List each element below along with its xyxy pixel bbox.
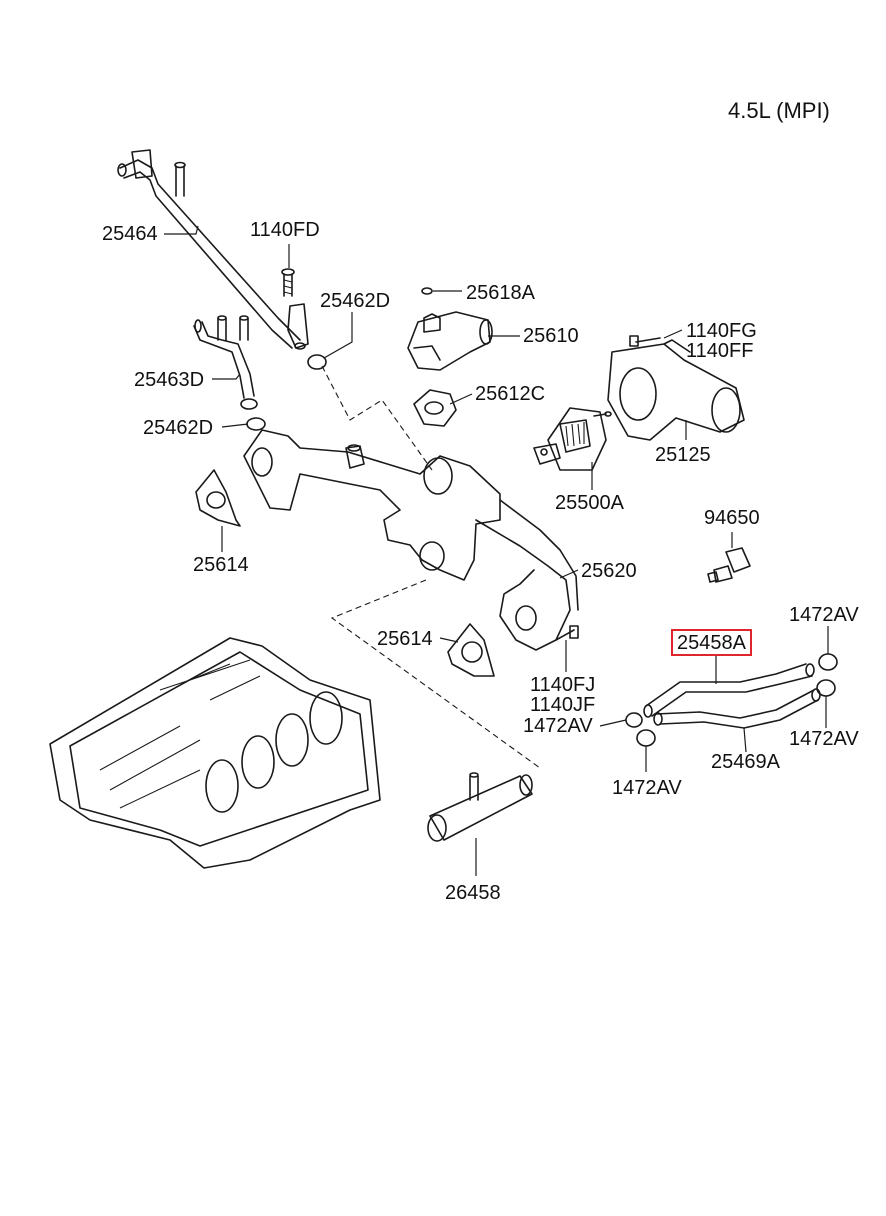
pipe-25620 — [243, 429, 579, 651]
part-label-1472AV-bottom[interactable]: 1472AV — [612, 777, 682, 799]
part-label-1140FF[interactable]: 1140FF — [686, 340, 754, 362]
pump-25500A — [533, 407, 612, 471]
bolt-1140FG — [629, 335, 661, 347]
gasket-25614-left — [195, 469, 241, 527]
part-label-25614-left[interactable]: 25614 — [193, 554, 249, 576]
oring-25462D-mid — [246, 417, 266, 431]
part-label-1472AV-top[interactable]: 1472AV — [789, 604, 859, 626]
part-label-25618A[interactable]: 25618A — [466, 282, 535, 304]
part-label-1140FG[interactable]: 1140FG — [686, 320, 757, 342]
part-label-25463D[interactable]: 25463D — [134, 369, 205, 391]
part-label-25462D-mid[interactable]: 25462D — [143, 417, 214, 439]
part-label-1472AV-right[interactable]: 1472AV — [789, 728, 859, 750]
gasket-25614-mid — [447, 623, 495, 677]
gasket-25612C — [413, 389, 457, 427]
part-label-25620[interactable]: 25620 — [581, 560, 637, 582]
oring-25462D-top — [307, 354, 327, 370]
fitting-25610 — [407, 311, 493, 371]
part-label-25469A[interactable]: 25469A — [711, 751, 780, 773]
part-label-25500A[interactable]: 25500A — [555, 492, 624, 514]
part-label-25464[interactable]: 25464 — [102, 223, 158, 245]
part-label-1472AV-left[interactable]: 1472AV — [523, 715, 593, 737]
leader-lines — [164, 225, 829, 876]
bolt-1140FD — [281, 268, 295, 297]
part-label-26458[interactable]: 26458 — [445, 882, 501, 904]
part-label-1140FJ[interactable]: 1140FJ — [530, 674, 596, 696]
pipe-25464 — [117, 149, 309, 350]
part-label-25612C[interactable]: 25612C — [475, 383, 546, 405]
dashed-guides — [321, 365, 541, 769]
sensor-94650 — [707, 547, 751, 583]
oring-25618A — [421, 287, 433, 295]
part-label-94650[interactable]: 94650 — [704, 507, 760, 529]
part-label-25610[interactable]: 25610 — [523, 325, 579, 347]
part-label-25614-mid[interactable]: 25614 — [377, 628, 433, 650]
part-label-25462D-top[interactable]: 25462D — [320, 290, 391, 312]
housing-25125 — [607, 339, 745, 441]
tube-26458 — [427, 772, 533, 842]
hoses-25458A-25469A — [643, 663, 821, 729]
part-label-25458A-highlighted[interactable]: 25458A — [671, 629, 752, 656]
bolt-1140FJ — [555, 625, 579, 641]
part-label-1140JF[interactable]: 1140JF — [530, 694, 596, 716]
part-label-25125[interactable]: 25125 — [655, 444, 711, 466]
pipe-25463D — [193, 315, 258, 410]
part-label-1140FD[interactable]: 1140FD — [250, 219, 320, 241]
engine-block — [49, 637, 381, 869]
engine-variant-label: 4.5L (MPI) — [728, 98, 830, 123]
